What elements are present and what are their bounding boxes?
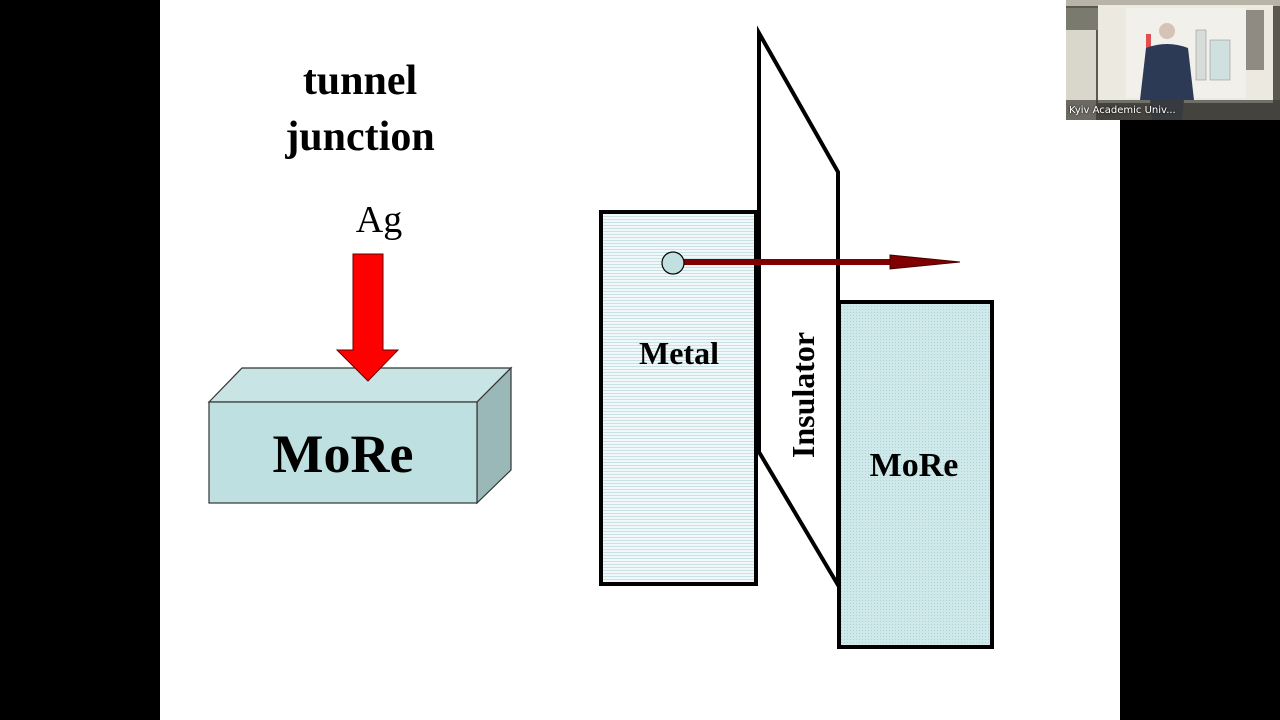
block-front-face (208, 401, 478, 504)
presentation-slide: tunnel junction Ag MoRe (160, 0, 1120, 720)
metal-electrode (599, 210, 758, 586)
video-feed (1066, 0, 1280, 120)
ag-deposition-arrow (335, 253, 400, 382)
insulator-label: Insulator (785, 332, 821, 458)
metal-label: Metal (639, 335, 719, 371)
more-block-3d (207, 366, 513, 505)
ag-label: Ag (356, 199, 402, 241)
electron-icon (661, 251, 685, 275)
participant-video-tile[interactable]: Kyiv Academic Univ... (1066, 0, 1280, 120)
slide-title-line1: tunnel (302, 58, 418, 104)
more-electrode-label: MoRe (870, 447, 959, 484)
slide-title-line2: junction (285, 114, 435, 160)
more-block-label: MoRe (273, 424, 414, 484)
tunneling-arrow-head (889, 254, 961, 270)
more-electrode (837, 300, 994, 649)
junction-diagram: Ag MoRe Metal Insulator MoRe (207, 25, 994, 649)
participant-name: Kyiv Academic Univ... (1069, 105, 1176, 116)
insulator-barrier (757, 25, 840, 593)
